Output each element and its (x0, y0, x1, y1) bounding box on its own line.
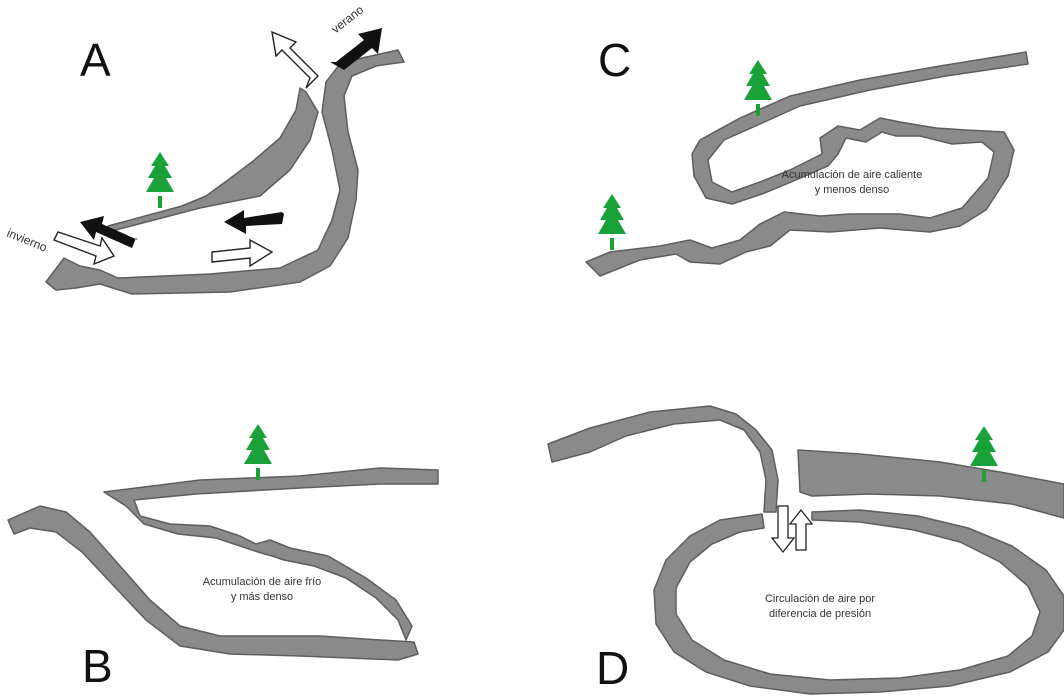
outline-arrow-icon (212, 240, 272, 266)
label-verano: verano (329, 2, 367, 36)
panel-b-letter: B (82, 640, 113, 692)
panel-b-note-line1: Acumulación de aire frío (203, 576, 322, 588)
label-invierno: invierno (5, 226, 50, 255)
panel-c: C Acumulación de aire caliente y menos d… (586, 34, 1028, 276)
panel-c-letter: C (598, 34, 631, 86)
panel-d-left-wall (548, 406, 778, 512)
pine-tree-icon (598, 194, 626, 250)
panel-d-note-line1: Circulación de aire por (765, 593, 875, 605)
outline-arrow-icon (790, 510, 812, 550)
outline-arrow-icon (772, 506, 794, 552)
panel-b-note-line2: y más denso (231, 591, 293, 603)
panel-d-letter: D (596, 642, 629, 694)
dark-arrow-icon (224, 210, 284, 234)
panel-d-note-line2: diferencia de presión (769, 608, 871, 620)
panel-a: A verano invierno (5, 2, 404, 294)
panel-d: Circulación de aire por diferencia de pr… (548, 406, 1064, 694)
panel-a-letter: A (80, 34, 111, 86)
panel-a-upper-gallery (108, 88, 318, 232)
panel-c-upper-band (586, 52, 1028, 276)
pine-tree-icon (244, 424, 272, 480)
pine-tree-icon (146, 152, 174, 208)
outline-arrow-icon (272, 32, 318, 88)
panel-c-note-line2: y menos denso (815, 184, 890, 196)
panel-c-note-line1: Acumulación de aire caliente (782, 169, 923, 181)
panel-b: Acumulación de aire frío y más denso B (8, 424, 438, 692)
panel-d-right-surface (798, 450, 1064, 518)
